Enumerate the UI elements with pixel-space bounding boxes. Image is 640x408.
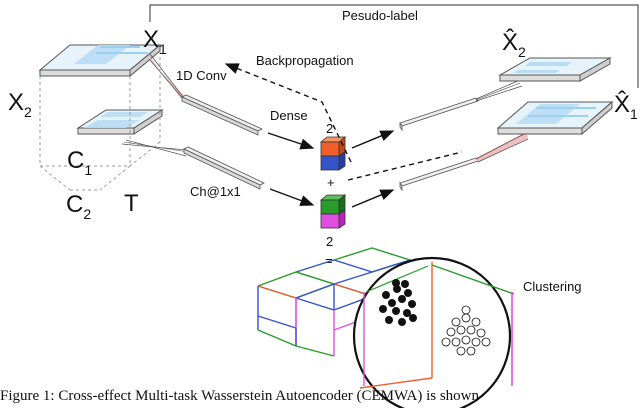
- label-latent-dim-bottom: 2: [326, 234, 333, 249]
- arrow-to-bottom-cube: [269, 188, 315, 206]
- label-ch: Ch@1x1: [190, 184, 241, 199]
- label-c2: C2: [66, 191, 91, 222]
- filled-cluster: [379, 279, 417, 326]
- decoder-links-bottom: [475, 132, 529, 163]
- decoder-bar-bottom: [399, 157, 479, 192]
- pseudo-label-text: Pesudo-label: [342, 8, 418, 23]
- label-x1: X1: [143, 26, 167, 57]
- hollow-cluster: [441, 305, 491, 356]
- arrow-from-bottom-cube: [351, 189, 395, 208]
- label-dense: Dense: [270, 108, 308, 123]
- label-x2-hat: X̂2: [502, 28, 526, 60]
- pseudo-label-dashed-link: [347, 151, 463, 181]
- pseudo-label-bracket: [149, 4, 639, 88]
- label-plus: +: [327, 175, 335, 190]
- conv-link-x1: [148, 53, 186, 101]
- label-t: T: [124, 190, 139, 217]
- input-tensor-x2: [76, 109, 164, 135]
- latent-cube-1: [319, 136, 347, 171]
- feature-bar-x2: [183, 146, 265, 190]
- tensor-bounding-box: [39, 51, 161, 191]
- decoder-links-top: [475, 79, 523, 102]
- latent-grid: [257, 247, 413, 357]
- label-x1-hat: X̂1: [614, 90, 638, 122]
- arrow-from-top-cube: [351, 130, 395, 149]
- cluster-magnifier: [352, 256, 515, 408]
- output-tensor-x2-hat: [498, 57, 612, 82]
- latent-cube-2: [319, 194, 347, 229]
- label-conv1d: 1D Conv: [176, 68, 227, 83]
- figure-caption: Figure 1: Cross-effect Multi-task Wasser…: [0, 388, 479, 404]
- label-equals: =: [325, 253, 333, 268]
- label-x2: X2: [8, 89, 32, 120]
- label-backprop: Backpropagation: [256, 53, 354, 68]
- output-tensor-x1-hat: [496, 100, 614, 136]
- feature-bar-x1: [181, 94, 263, 136]
- backprop-arrow: [224, 63, 352, 163]
- conv-link-x2: [121, 139, 189, 157]
- decoder-bar-top: [399, 97, 479, 132]
- label-latent-dim-top: 2: [326, 121, 333, 136]
- arrow-to-top-cube: [267, 132, 315, 150]
- label-clustering: Clustering: [523, 279, 582, 294]
- input-tensor-x1: [38, 43, 162, 78]
- label-c1: C1: [67, 147, 92, 178]
